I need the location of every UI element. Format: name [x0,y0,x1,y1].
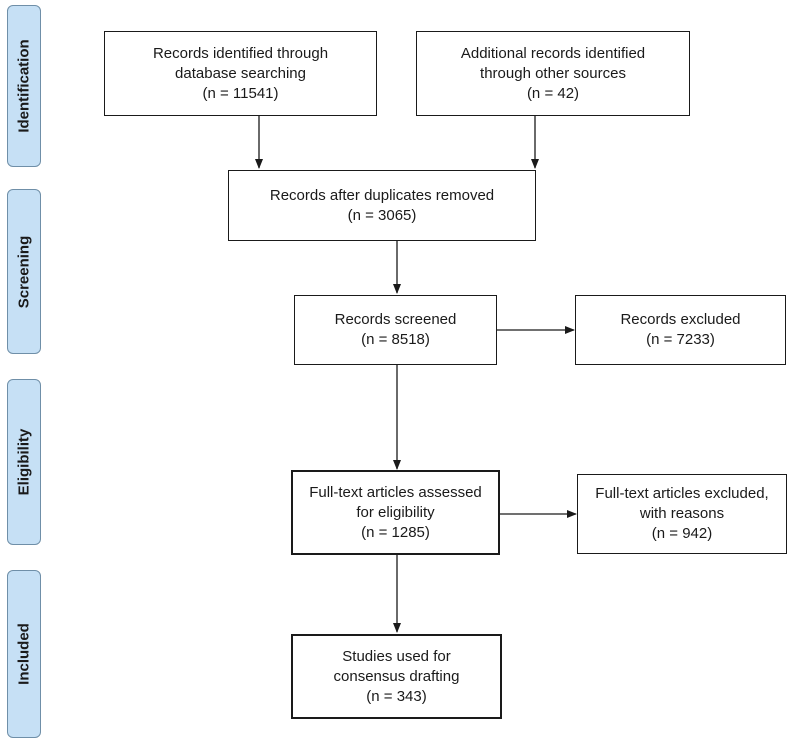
box-text: Full-text articles excluded, [595,485,769,502]
box-count: (n = 42) [526,84,580,102]
box-fulltext-assessed: Full-text articles assessed for eligibil… [291,470,500,555]
box-included-studies: Studies used for consensus drafting (n =… [291,634,502,719]
box-text: Records after duplicates removed [269,186,495,204]
box-count: (n = 11541) [202,84,279,102]
box-text: Full-text articles assessed [309,483,482,501]
box-count: (n = 1285) [361,523,430,541]
box-count: (n = 8518) [361,331,430,348]
stage-screening: Screening [7,189,41,354]
box-text: Studies used for [342,647,451,665]
box-count: (n = 942) [651,525,713,542]
box-database-search: Records identified through database sear… [104,31,377,116]
box-text: Records excluded [620,311,741,328]
stage-identification: Identification [7,5,41,167]
box-duplicates-removed: Records after duplicates removed (n = 30… [228,170,536,241]
box-count: (n = 7233) [646,331,715,348]
box-text: Additional records identified [460,44,646,62]
box-text: consensus drafting [333,667,460,685]
box-fulltext-excluded: Full-text articles excluded, with reason… [577,474,787,554]
box-count: (n = 343) [366,687,427,705]
box-excluded: Records excluded (n = 7233) [575,295,786,365]
stage-included: Included [7,570,41,738]
box-other-sources: Additional records identified through ot… [416,31,690,116]
box-screened: Records screened (n = 8518) [294,295,497,365]
stage-eligibility: Eligibility [7,379,41,545]
box-count: (n = 3065) [347,206,417,224]
box-text: database searching [175,64,306,82]
box-text: Records identified through [152,44,329,62]
box-text: through other sources [480,64,626,82]
box-text: for eligibility [356,503,435,521]
box-text: with reasons [639,505,725,522]
box-text: Records screened [334,311,457,328]
